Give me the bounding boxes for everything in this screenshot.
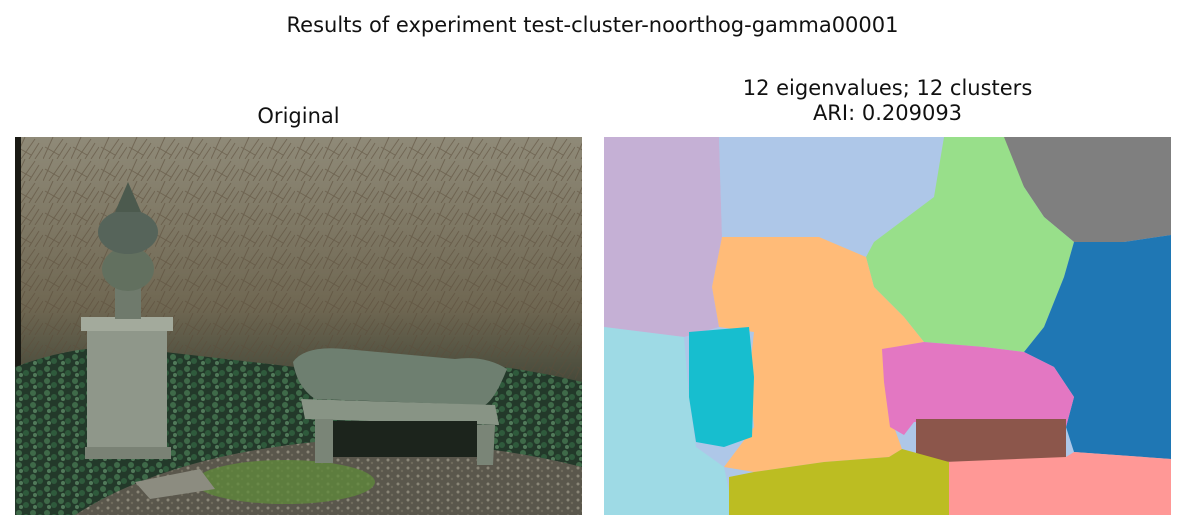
segmentation-canvas — [604, 137, 1171, 515]
cluster-region-olive — [729, 449, 949, 515]
cluster-region-gray — [1004, 137, 1171, 242]
stone-urn-pedestal — [81, 182, 173, 459]
cluster-region-brown — [916, 419, 1066, 463]
cluster-region-red-light — [944, 452, 1171, 515]
left-border-shadow — [15, 137, 21, 515]
cluster-region-green-light — [866, 137, 1074, 352]
cluster-region-orange-light — [712, 237, 924, 472]
cluster-region-pink — [882, 342, 1074, 435]
cluster-region-cyan-light — [604, 327, 734, 515]
segmentation-title: 12 eigenvalues; 12 clusters ARI: 0.20909… — [604, 76, 1171, 126]
cluster-region-blue-light — [719, 137, 944, 242]
segmentation-title-line2: ARI: 0.209093 — [812, 101, 963, 125]
segmentation-title-line1: 12 eigenvalues; 12 clusters — [742, 76, 1033, 100]
cluster-region-cyan — [689, 327, 754, 447]
stone-bench — [293, 348, 507, 465]
cluster-region-blue — [1024, 235, 1171, 459]
segmentation-map — [604, 137, 1171, 515]
original-image — [15, 137, 582, 515]
moss-patch — [195, 460, 375, 504]
cluster-region-purple — [604, 137, 722, 337]
original-image-title: Original — [257, 104, 340, 128]
stepping-stone — [135, 469, 215, 499]
figure-suptitle: Results of experiment test-cluster-noort… — [286, 13, 899, 37]
original-image-canvas — [15, 137, 582, 515]
